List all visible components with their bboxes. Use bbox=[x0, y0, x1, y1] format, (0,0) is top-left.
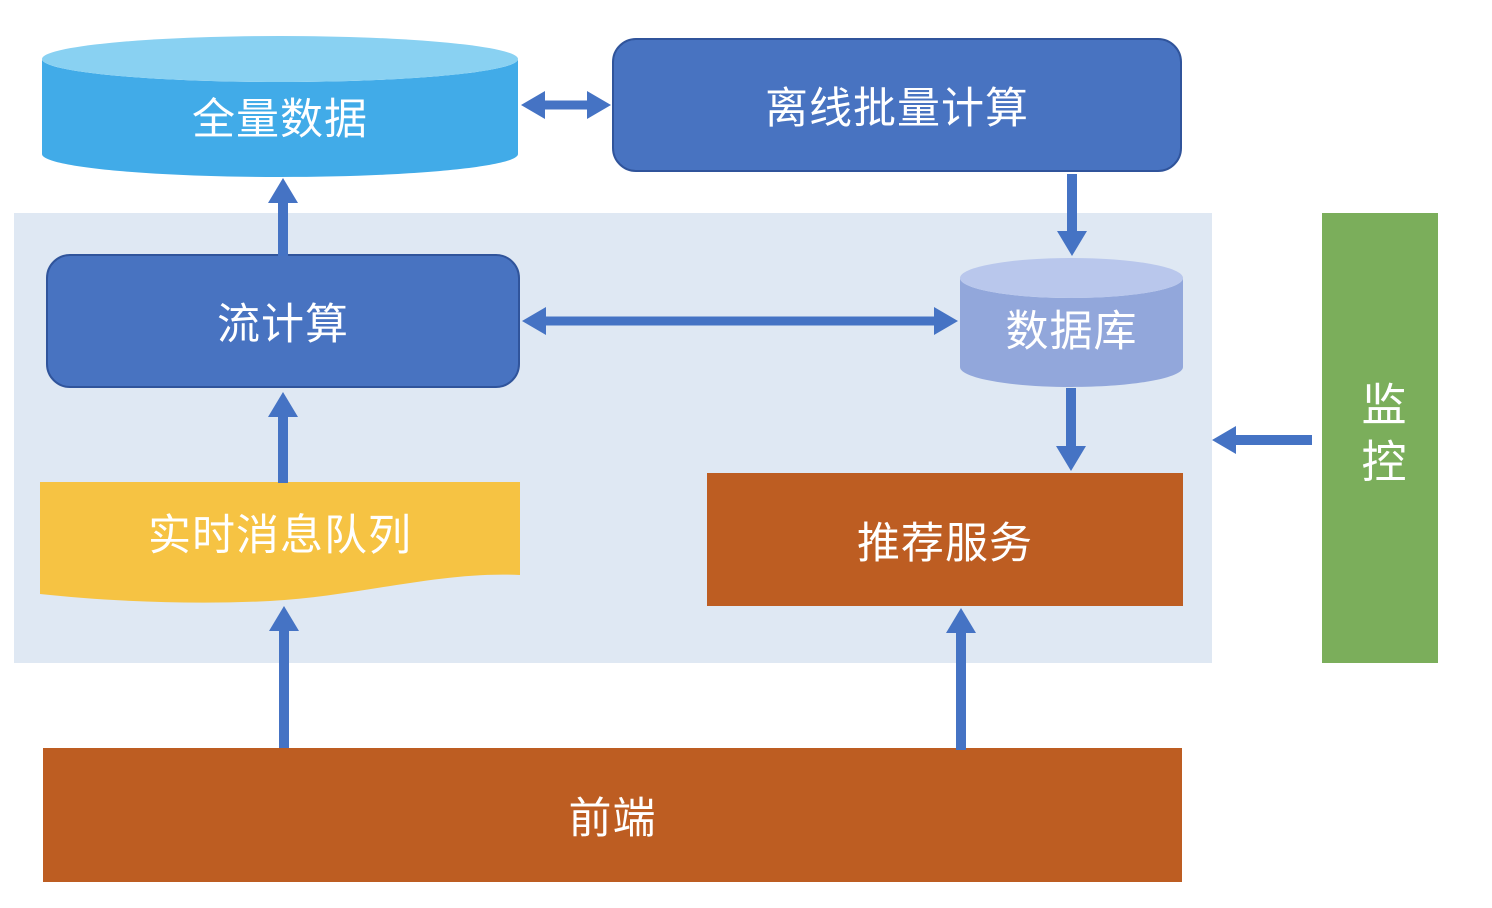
cylinder-icon bbox=[42, 36, 518, 177]
node-realtime-queue bbox=[40, 482, 520, 604]
node-offline-batch bbox=[612, 38, 1182, 172]
arrow-monitor-to-region bbox=[1212, 426, 1312, 454]
node-recommend-service bbox=[707, 473, 1183, 606]
node-monitor bbox=[1322, 213, 1438, 663]
node-stream-compute bbox=[46, 254, 520, 388]
node-frontend bbox=[43, 748, 1182, 882]
cylinder-icon bbox=[960, 258, 1183, 387]
node-database bbox=[960, 258, 1183, 387]
arrow-fulldata-offlinebatch-bidirectional bbox=[521, 91, 611, 119]
node-full-data bbox=[42, 36, 518, 177]
wave-shape-icon bbox=[40, 482, 520, 603]
